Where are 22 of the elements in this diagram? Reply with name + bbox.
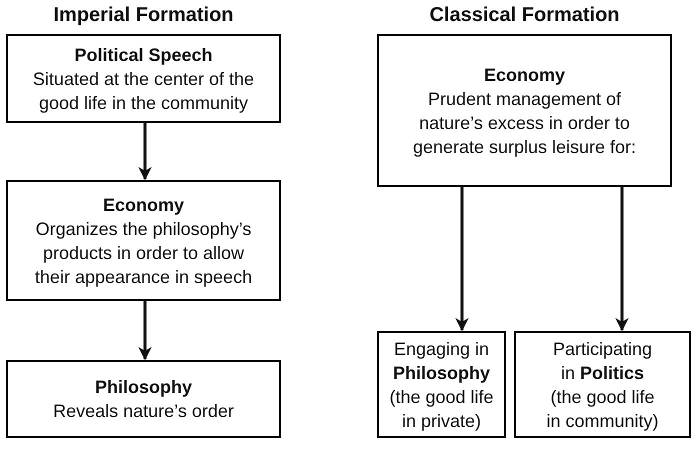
arrow xyxy=(138,301,152,360)
box-text: Organizes the philosophy’s products in order to allow their appearance in speech xyxy=(34,218,254,288)
column-title: Classical Formation xyxy=(428,4,621,27)
box-heading: Political Speech xyxy=(74,44,213,66)
text-box xyxy=(6,360,281,438)
text-box xyxy=(6,34,281,123)
box-heading: Economy xyxy=(484,64,566,86)
box-text: Engaging in Philosophy (the good life in private) xyxy=(388,338,495,432)
box-heading: Philosophy xyxy=(94,376,192,399)
arrow xyxy=(138,123,152,180)
box-heading: Economy xyxy=(102,194,184,216)
box-text: Reveals nature’s order xyxy=(53,400,234,423)
box-text: Situated at the center of the good life in the community xyxy=(32,68,256,114)
text-box xyxy=(377,34,672,187)
text-box xyxy=(6,180,281,301)
text-box xyxy=(514,331,691,438)
box-text: Participating in Politics (the good life in community) xyxy=(546,338,659,432)
arrow xyxy=(455,187,469,332)
box-text: Prudent management of nature’s excess in order to generate surplus leisure for: xyxy=(412,88,638,158)
column-title: Imperial Formation xyxy=(52,4,235,27)
text-box xyxy=(377,331,506,438)
arrow xyxy=(615,187,629,332)
